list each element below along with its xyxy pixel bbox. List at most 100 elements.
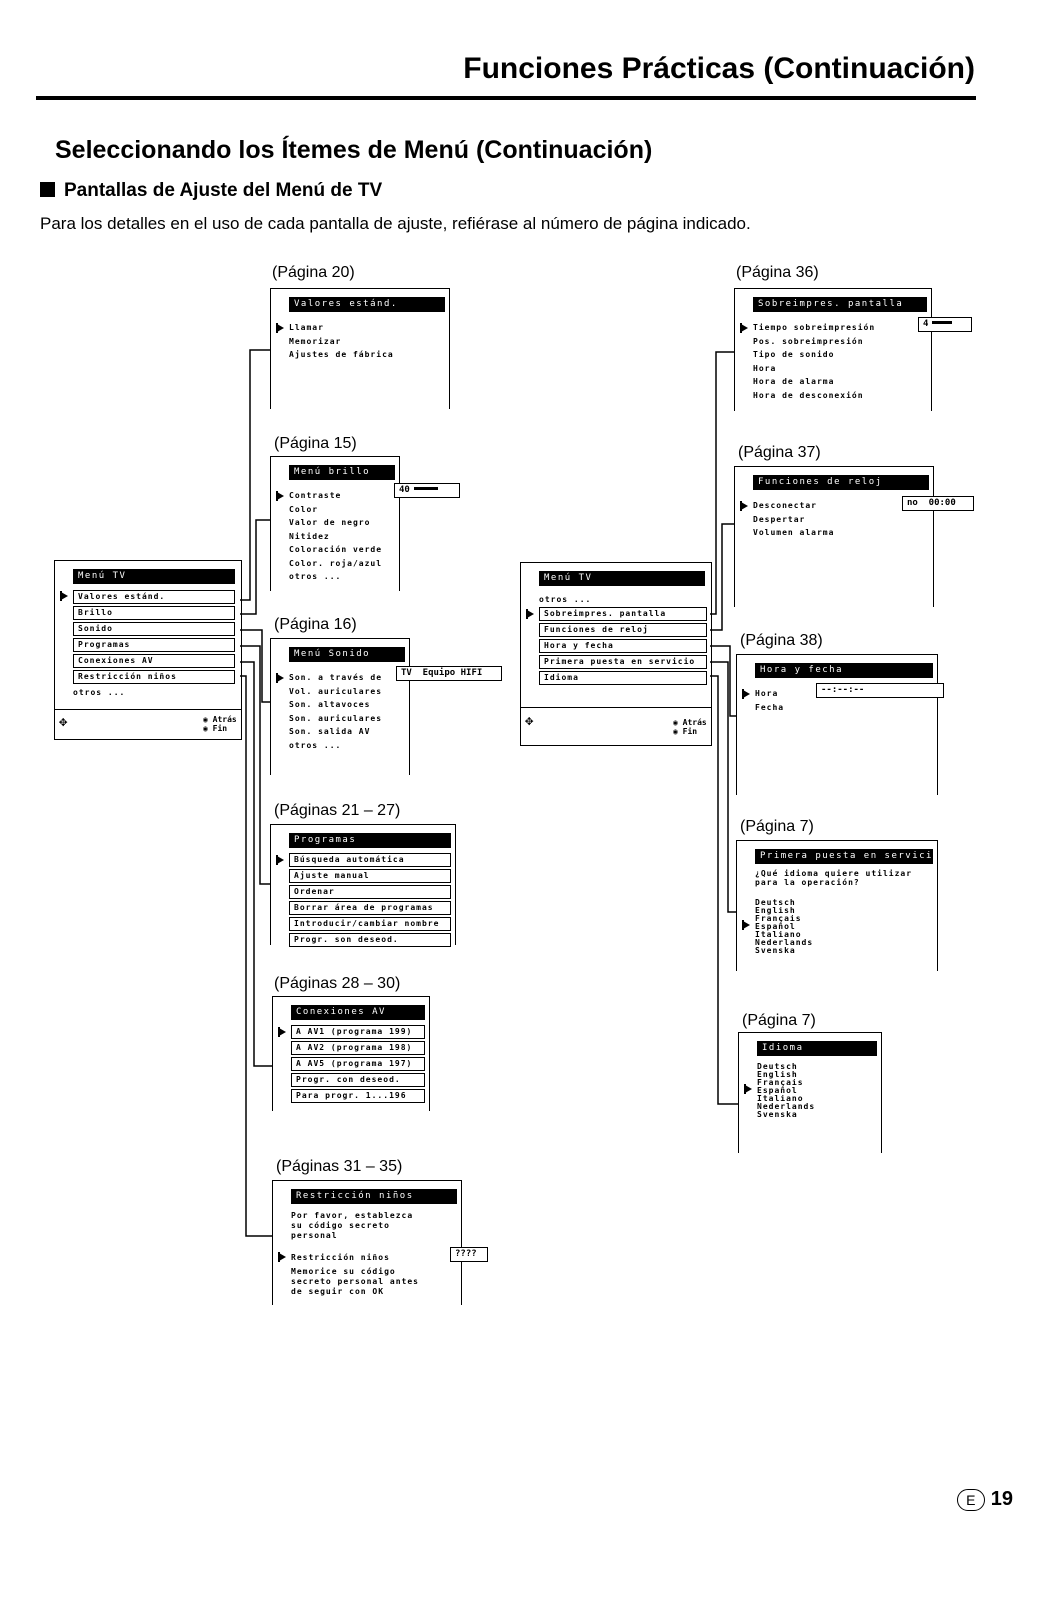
reloj-value-field[interactable]: no 00:00 (902, 496, 974, 511)
screen-sonido-item[interactable]: Son. altavoces (289, 700, 371, 709)
left-tv-menu: Menú TV Valores estánd. Brillo Sonido Pr… (54, 560, 242, 740)
connector-horafecha (710, 645, 736, 717)
idioma-lang[interactable]: Deutsch (757, 1063, 798, 1071)
primera-lang[interactable]: Español (755, 923, 796, 931)
restriccion-item[interactable]: Restricción niños (291, 1253, 390, 1262)
left-menu-item-programas[interactable]: Programas (73, 638, 235, 652)
cursor-icon (276, 491, 284, 501)
screen-brillo-item[interactable]: Contraste (289, 491, 342, 500)
back-key: ◉ Atrás (203, 715, 237, 724)
right-menu-item-otros[interactable]: otros ... (539, 595, 592, 604)
screen-valores-item[interactable]: Ajustes de fábrica (289, 350, 394, 359)
cursor-icon (276, 855, 284, 865)
idioma-lang[interactable]: Nederlands (757, 1103, 816, 1111)
divider (521, 707, 711, 708)
sobreimpres-value-slider[interactable]: 4 (918, 317, 972, 332)
screen-programas: Programas Búsqueda automática Ajuste man… (270, 824, 456, 947)
screen-valores-item[interactable]: Llamar (289, 323, 324, 332)
left-tv-menu-title: Menú TV (73, 569, 235, 584)
cursor-icon (276, 323, 284, 333)
left-menu-item-conexiones[interactable]: Conexiones AV (73, 654, 235, 668)
primera-lang[interactable]: Nederlands (755, 939, 814, 947)
left-menu-item-valores[interactable]: Valores estánd. (73, 590, 235, 604)
idioma-lang[interactable]: English (757, 1071, 798, 1079)
screen-valores-item[interactable]: Memorizar (289, 336, 342, 346)
screen-sonido: Menú Sonido Son. a través de Vol. auricu… (270, 638, 410, 775)
screen-programas-item[interactable]: Progr. son deseod. (289, 933, 451, 947)
page-number-value: 19 (990, 1488, 1013, 1510)
screen-programas-item[interactable]: Ajuste manual (289, 869, 451, 883)
primera-lang[interactable]: Français (755, 915, 802, 923)
cursor-icon (60, 591, 68, 601)
sonido-value-option[interactable]: TV Equipo HIFI (396, 666, 502, 681)
ref-brillo: (Página 15) (274, 435, 357, 452)
screen-brillo-item[interactable]: Coloración verde (289, 545, 383, 554)
screen-sobreimpres-item[interactable]: Tipo de sonido (753, 350, 835, 359)
screen-idioma: Idioma Deutsch English Français Español … (738, 1032, 882, 1153)
idioma-lang[interactable]: Français (757, 1079, 804, 1087)
restriccion-code-field[interactable]: ???? (450, 1247, 488, 1262)
left-menu-item-restriccion[interactable]: Restricción niños (73, 670, 235, 684)
left-menu-item-otros[interactable]: otros ... (73, 688, 126, 697)
ref-idioma: (Página 7) (742, 1012, 816, 1029)
screen-brillo-item[interactable]: Valor de negro (289, 518, 371, 527)
screen-conexiones-item[interactable]: Para progr. 1...196 (291, 1089, 425, 1103)
idioma-lang[interactable]: Español (757, 1087, 798, 1095)
right-menu-item-sobreimpres[interactable]: Sobreimpres. pantalla (539, 606, 707, 621)
connector-sobreimpres (710, 351, 734, 615)
screen-sobreimpres-item[interactable]: Pos. sobreimpresión (753, 336, 864, 346)
connector-reloj (710, 523, 734, 631)
right-tv-menu-title: Menú TV (539, 571, 705, 586)
screen-reloj: Funciones de reloj Desconectar Despertar… (734, 466, 934, 607)
screen-brillo-item[interactable]: Color. roja/azul (289, 558, 383, 568)
idioma-lang[interactable]: Italiano (757, 1095, 804, 1103)
primera-lang[interactable]: Deutsch (755, 899, 796, 907)
screen-sonido-item[interactable]: Vol. auriculares (289, 686, 383, 696)
screen-valores-title: Valores estánd. (289, 297, 445, 312)
horafecha-time-field[interactable]: --:--:-- (816, 683, 944, 698)
screen-brillo: Menú brillo Contraste Color Valor de neg… (270, 456, 400, 591)
right-menu-item-reloj[interactable]: Funciones de reloj (539, 622, 707, 637)
screen-conexiones-item[interactable]: A AV2 (programa 198) (291, 1041, 425, 1055)
screen-brillo-item[interactable]: Nitidez (289, 531, 330, 541)
screen-sonido-item[interactable]: Son. auriculares (289, 713, 383, 723)
screen-horafecha-item[interactable]: Hora (755, 689, 779, 698)
screen-brillo-item[interactable]: Color (289, 504, 319, 514)
right-menu-item-idioma[interactable]: Idioma (539, 670, 707, 685)
screen-conexiones-item[interactable]: A AV1 (programa 199) (291, 1025, 425, 1039)
primera-lang[interactable]: English (755, 907, 796, 915)
screen-programas-item[interactable]: Ordenar (289, 885, 451, 899)
screen-brillo-item[interactable]: otros ... (289, 572, 342, 581)
slider-bar-icon (413, 487, 438, 490)
screen-sonido-item[interactable]: Son. a través de (289, 673, 383, 682)
screen-sonido-item[interactable]: otros ... (289, 740, 342, 750)
screen-reloj-item[interactable]: Despertar (753, 514, 806, 524)
screen-programas-item[interactable]: Introducir/cambiar nombre (289, 917, 451, 931)
brillo-value-slider[interactable]: 40 (394, 483, 460, 498)
screen-programas-item[interactable]: Búsqueda automática (289, 853, 451, 867)
left-menu-item-brillo[interactable]: Brillo (73, 606, 235, 620)
screen-sobreimpres-item[interactable]: Tiempo sobreimpresión (753, 323, 876, 332)
screen-horafecha-item[interactable]: Fecha (755, 702, 785, 712)
screen-reloj-item[interactable]: Volumen alarma (753, 528, 835, 537)
primera-lang[interactable]: Svenska (755, 947, 796, 955)
nav-pad-icon: ✥ (59, 714, 68, 730)
screen-sobreimpres-title: Sobreimpres. pantalla (753, 297, 927, 312)
screen-conexiones-item[interactable]: Progr. con deseod. (291, 1073, 425, 1087)
idioma-lang[interactable]: Svenska (757, 1111, 798, 1119)
ref-horafecha: (Página 38) (740, 632, 823, 649)
right-menu-item-horafecha[interactable]: Hora y fecha (539, 638, 707, 653)
divider (55, 709, 241, 710)
screen-reloj-item[interactable]: Desconectar (753, 501, 817, 510)
right-menu-item-primera[interactable]: Primera puesta en servicio (539, 654, 707, 669)
end-label: Fin (212, 724, 228, 733)
screen-sonido-item[interactable]: Son. salida AV (289, 727, 371, 736)
screen-programas-item[interactable]: Borrar área de programas (289, 901, 451, 915)
screen-sobreimpres-item[interactable]: Hora de alarma (753, 377, 835, 386)
primera-lang[interactable]: Italiano (755, 931, 802, 939)
screen-conexiones-item[interactable]: A AV5 (programa 197) (291, 1057, 425, 1071)
left-menu-item-sonido[interactable]: Sonido (73, 622, 235, 636)
screen-sobreimpres-item[interactable]: Hora de desconexión (753, 390, 864, 400)
screen-sobreimpres-item[interactable]: Hora (753, 363, 777, 373)
back-key: ◉ Atrás (673, 718, 707, 727)
